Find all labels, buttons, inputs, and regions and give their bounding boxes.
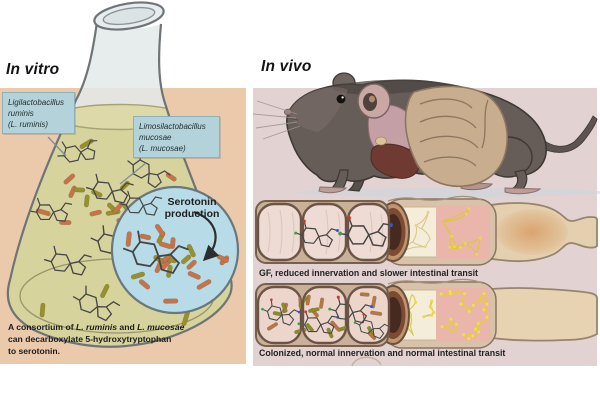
- mouse-front-foot: [318, 186, 348, 194]
- colonized-innervation-network: [439, 290, 489, 341]
- invitro-caption-line3: to serotonin.: [8, 346, 61, 356]
- label-mucosae-line3: (L. mucosae): [139, 144, 186, 153]
- label-box-mucosae: Limosilactobacillus mucosae (L. mucosae): [133, 116, 220, 158]
- mouse-eye: [336, 94, 346, 104]
- mouse-whiskers: [252, 100, 301, 140]
- caption-species2: L. mucosae: [137, 322, 185, 332]
- gf-segments: [256, 202, 391, 262]
- mouse-tail: [535, 115, 598, 153]
- serotonin-bubble-illustration: [110, 185, 240, 315]
- colonized-intestine-illustration: [255, 278, 598, 349]
- caption-part2: and: [117, 322, 138, 332]
- caption-part1: A consortium of: [8, 322, 76, 332]
- mouse-illustration: [252, 72, 600, 197]
- label-leader-ruminis: [47, 136, 67, 157]
- gf-caption: GF, reduced innervation and slower intes…: [259, 268, 478, 278]
- label-mucosae-line1: Limosilactobacillus: [139, 122, 206, 131]
- bubble-label-line2: production: [164, 208, 220, 220]
- mouse-intestines: [404, 85, 508, 187]
- invitro-caption: A consortium of L. ruminis and L. mucosa…: [8, 321, 238, 357]
- mouse-hind-foot: [504, 187, 542, 195]
- cropped-shape-arc: [351, 356, 382, 367]
- label-ruminis-line2: ruminis: [8, 109, 34, 118]
- bubble-label-line1: Serotonin: [167, 196, 217, 208]
- reaction-arrow: [193, 210, 220, 262]
- colonized-bacteria-scatter: [266, 292, 383, 341]
- invitro-title: In vitro: [6, 61, 60, 78]
- mouse-liver: [370, 143, 420, 179]
- invivo-title: In vivo: [261, 58, 312, 75]
- bubble-label: Serotonin production: [146, 196, 238, 220]
- label-box-ruminis: Ligilactobacillus ruminis (L. ruminis): [2, 92, 75, 134]
- invitro-caption-line1: A consortium of L. ruminis and L. mucosa…: [8, 321, 238, 333]
- label-ruminis-line1: Ligilactobacillus: [8, 98, 65, 107]
- label-mucosae-line2: mucosae: [139, 133, 172, 142]
- caption-species1: L. ruminis: [75, 322, 118, 332]
- gf-intestine-illustration: [255, 195, 598, 266]
- flask-opening: [93, 1, 165, 31]
- label-ruminis-line3: (L. ruminis): [8, 120, 49, 129]
- gf-innervation-network: [442, 207, 482, 256]
- colonized-caption: Colonized, normal innervation and normal…: [259, 348, 506, 358]
- label-leader-mucosae: [119, 162, 147, 185]
- invitro-caption-line2: can decarboxylate 5-hydroxytryptophan: [8, 334, 172, 344]
